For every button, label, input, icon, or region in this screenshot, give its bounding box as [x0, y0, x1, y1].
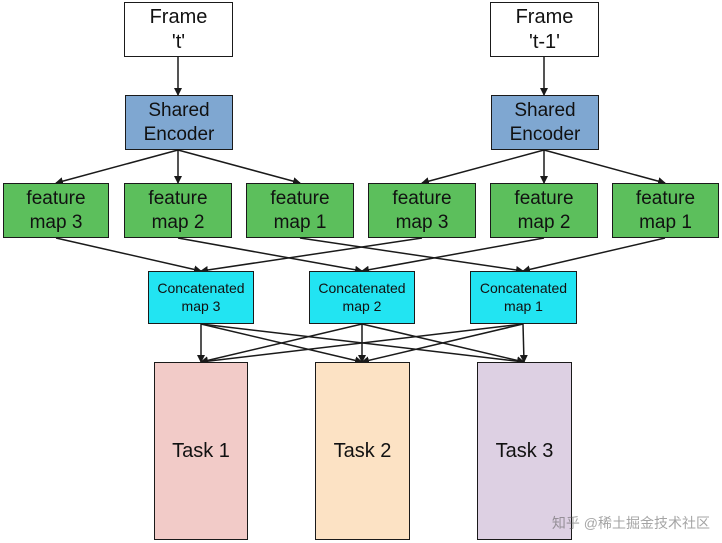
feature-map-3-right: feature map 3 — [368, 183, 476, 238]
feature-map-2-right: feature map 2 — [490, 183, 598, 238]
task-2-box: Task 2 — [315, 362, 410, 540]
arrow-concat-1-to-task-0 — [200, 323, 363, 365]
arrow-encoder-left-to-feature-2 — [177, 149, 301, 186]
shared-encoder-left: Shared Encoder — [125, 95, 233, 150]
feature-map-3-left: feature map 3 — [3, 183, 109, 238]
arrow-concat-2-to-task-2 — [519, 323, 528, 363]
frame-t-box: Frame 't' — [124, 2, 233, 57]
concatenated-map-3: Concatenated map 3 — [148, 271, 254, 324]
arrow-feature-2-to-concat — [299, 237, 524, 274]
concatenated-map-1: Concatenated map 1 — [470, 271, 577, 324]
task-3-box: Task 3 — [477, 362, 572, 540]
arrow-feature-1-to-concat — [177, 237, 363, 274]
feature-map-1-right: feature map 1 — [612, 183, 719, 238]
frame-t-minus-1-box: Frame 't-1' — [490, 2, 599, 57]
arrow-concat-2-to-task-1 — [361, 323, 524, 365]
arrow-feature-0-to-concat — [55, 237, 202, 274]
task-1-box: Task 1 — [154, 362, 248, 540]
arrow-feature-4-to-concat — [361, 237, 545, 274]
arrow-feature-3-to-concat — [200, 237, 423, 274]
arrow-feature-5-to-concat — [522, 237, 666, 274]
arrow-encoder-right-to-feature-0 — [421, 149, 545, 186]
arrow-encoder-right-to-feature-2 — [543, 149, 666, 186]
arrow-encoder-left-to-feature-0 — [55, 149, 179, 186]
feature-map-2-left: feature map 2 — [124, 183, 232, 238]
arrow-concat-2-to-task-0 — [200, 323, 524, 366]
watermark-text: 知乎 @稀土掘金技术社区 — [551, 515, 710, 531]
shared-encoder-right: Shared Encoder — [491, 95, 599, 150]
concatenated-map-2: Concatenated map 2 — [309, 271, 415, 324]
feature-map-1-left: feature map 1 — [246, 183, 354, 238]
